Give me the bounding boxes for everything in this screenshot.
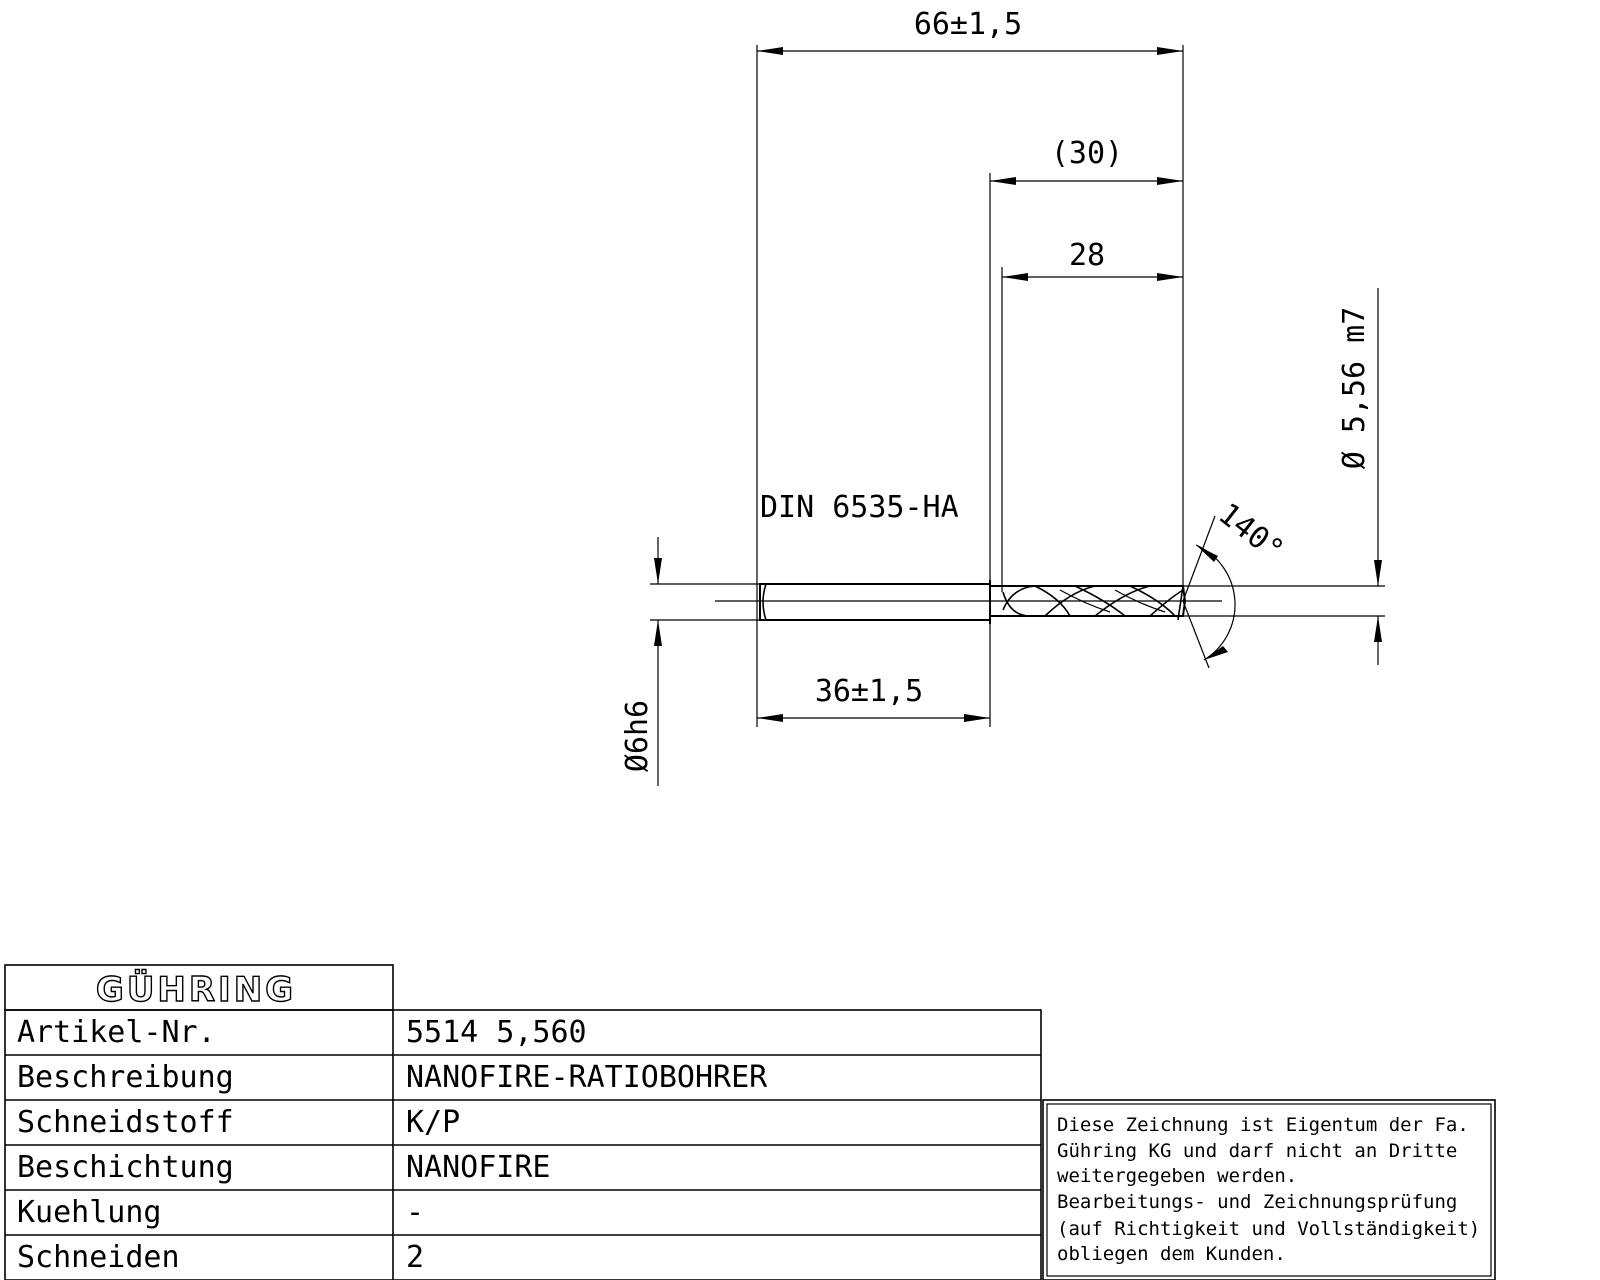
row-label-coating: Beschichtung bbox=[17, 1150, 234, 1185]
overall-length-label: 66±1,5 bbox=[914, 7, 1022, 42]
notice-line: weitergegeben werden. bbox=[1057, 1165, 1297, 1187]
point-angle-label: 140° bbox=[1212, 496, 1290, 568]
notice-line: Bearbeitungs- und Zeichnungsprüfung bbox=[1057, 1191, 1457, 1213]
guehring-logo: GÜHRING bbox=[96, 969, 296, 1010]
row-value-coating: NANOFIRE bbox=[406, 1150, 551, 1185]
notice-box: Diese Zeichnung ist Eigentum der Fa. Güh… bbox=[1042, 1099, 1496, 1280]
din-standard-label: DIN 6535-HA bbox=[760, 490, 959, 525]
row-label-cooling: Kuehlung bbox=[17, 1195, 162, 1230]
notice-line: (auf Richtigkeit und Vollständigkeit) bbox=[1057, 1218, 1480, 1240]
flute-length-ref-label: (30) bbox=[1051, 136, 1123, 171]
row-value-description: NANOFIRE-RATIOBOHRER bbox=[406, 1060, 768, 1095]
extension-lines bbox=[650, 45, 1385, 727]
tip-edge bbox=[1177, 585, 1184, 621]
dim-overall-length: 66±1,5 bbox=[757, 7, 1183, 55]
dim-flute-length: 28 bbox=[1002, 238, 1183, 281]
flute-body bbox=[990, 585, 1187, 617]
notice-line: Diese Zeichnung ist Eigentum der Fa. bbox=[1057, 1114, 1469, 1136]
title-block: GÜHRING Artikel-Nr. 5514 5,560 Beschreib… bbox=[4, 964, 1042, 1280]
row-value-cutting-edges: 2 bbox=[406, 1240, 424, 1275]
flute-length-label: 28 bbox=[1069, 238, 1105, 273]
dim-shank-length: 36±1,5 bbox=[757, 674, 990, 722]
shank-diameter-label: Ø6h6 bbox=[620, 700, 655, 772]
dim-shank-diameter: Ø6h6 bbox=[620, 537, 662, 786]
dim-flute-length-ref: (30) bbox=[990, 136, 1183, 185]
shank-length-label: 36±1,5 bbox=[815, 674, 923, 709]
notice-line: Gühring KG und darf nicht an Dritte bbox=[1057, 1140, 1457, 1162]
row-value-cooling: - bbox=[406, 1195, 424, 1230]
row-label-cutting-material: Schneidstoff bbox=[17, 1105, 234, 1140]
drill-shank bbox=[759, 583, 991, 621]
notice-line: obliegen dem Kunden. bbox=[1057, 1243, 1286, 1265]
row-label-cutting-edges: Schneiden bbox=[17, 1240, 180, 1275]
dim-cutting-diameter: Ø 5,56 m7 bbox=[1337, 288, 1382, 665]
row-value-article-no: 5514 5,560 bbox=[406, 1015, 587, 1050]
shank-chamfer bbox=[762, 583, 767, 621]
row-value-cutting-material: K/P bbox=[406, 1105, 460, 1140]
dim-point-angle: 140° bbox=[1195, 496, 1290, 661]
cutting-diameter-label: Ø 5,56 m7 bbox=[1337, 307, 1372, 470]
row-label-article-no: Artikel-Nr. bbox=[17, 1015, 216, 1050]
drill-outline bbox=[715, 580, 1222, 624]
flute-spirals bbox=[1002, 585, 1184, 617]
row-label-description: Beschreibung bbox=[17, 1060, 234, 1095]
